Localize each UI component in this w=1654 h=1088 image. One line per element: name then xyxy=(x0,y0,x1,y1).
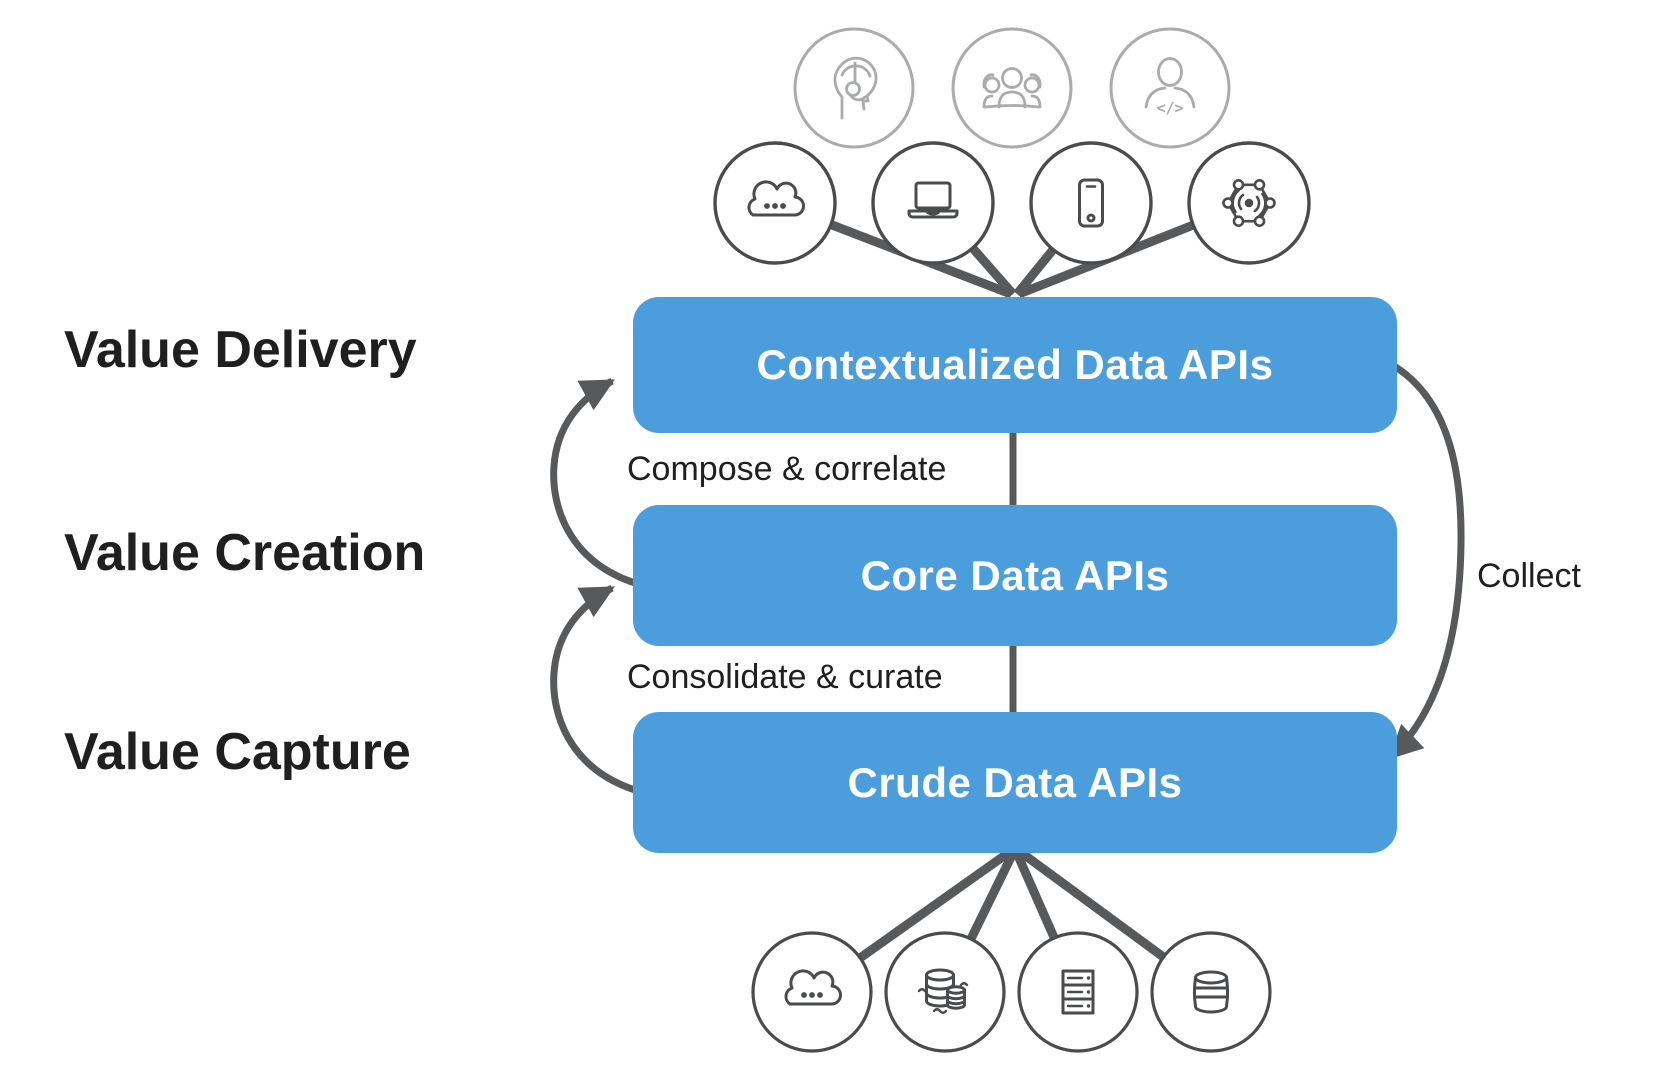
iot-network-icon xyxy=(1222,178,1276,228)
smartphone-icon xyxy=(1078,178,1104,228)
top-user-developer: </> xyxy=(1109,27,1231,149)
laptop-icon xyxy=(907,181,959,219)
top-fan-lines xyxy=(773,198,1251,299)
box-crude-data-apis: Crude Data APIs xyxy=(633,712,1397,853)
source-cloud xyxy=(751,931,873,1053)
consolidate-curate-arrow xyxy=(550,584,637,794)
top-user-group xyxy=(951,27,1073,149)
top-channel-laptop xyxy=(871,141,995,265)
box-core-data-apis: Core Data APIs xyxy=(633,505,1397,646)
box-label: Core Data APIs xyxy=(860,551,1170,599)
label-value-capture: Value Capture xyxy=(64,723,411,781)
bottom-fan-lines xyxy=(809,847,1214,996)
top-channel-cloud xyxy=(713,141,837,265)
database-icon xyxy=(1193,970,1229,1014)
label-collect: Collect xyxy=(1477,557,1581,595)
box-label: Crude Data APIs xyxy=(847,758,1183,806)
top-user-support-agent xyxy=(793,27,915,149)
top-channel-iot xyxy=(1187,141,1311,265)
users-group-icon xyxy=(982,67,1042,109)
data-lake-icon xyxy=(917,968,969,1014)
box-contextualized-data-apis: Contextualized Data APIs xyxy=(633,297,1397,433)
compose-correlate-arrow xyxy=(550,377,637,587)
label-consolidate-curate: Consolidate & curate xyxy=(627,658,943,696)
server-rack-icon xyxy=(1061,969,1095,1015)
top-channel-smartphone xyxy=(1029,141,1153,265)
collect-arrow xyxy=(1388,363,1465,760)
label-value-creation: Value Creation xyxy=(64,524,426,582)
code-glyph: </> xyxy=(1156,99,1183,117)
source-database xyxy=(1150,931,1272,1053)
support-agent-icon xyxy=(833,56,878,120)
box-label: Contextualized Data APIs xyxy=(756,341,1274,388)
source-data-lake xyxy=(884,931,1006,1053)
label-compose-correlate: Compose & correlate xyxy=(627,450,947,488)
developer-icon: </> xyxy=(1144,57,1196,117)
source-server-rack xyxy=(1017,931,1139,1053)
label-value-delivery: Value Delivery xyxy=(64,321,417,379)
